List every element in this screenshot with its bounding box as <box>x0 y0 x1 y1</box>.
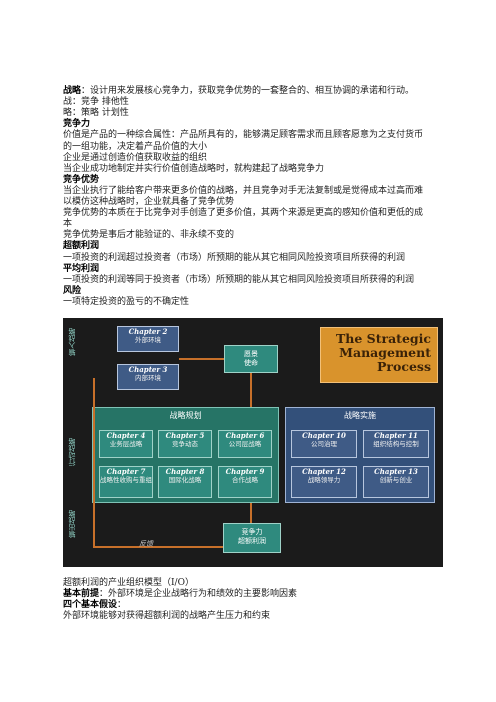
text-line: 当企业成功地制定并实行价值创造战略时，就构建起了战略竞争力 <box>63 164 443 175</box>
line-text: 战：竞争 排他性 <box>63 97 129 108</box>
bold-term: 基本前提 <box>63 589 100 600</box>
bold-term: 四个基本假设 <box>63 600 118 611</box>
bold-term: 竞争力 <box>63 119 91 130</box>
text-line: 平均利润 <box>63 264 443 275</box>
line-text: ： <box>117 600 127 611</box>
bold-term: 风险 <box>63 285 82 296</box>
line-text: 当企业成功地制定并实行价值创造战略时，就构建起了战略竞争力 <box>63 163 325 174</box>
text-line: 本 <box>63 219 443 230</box>
line-text: 外部环境能够对获得超额利润的战略产生压力和约束 <box>63 611 271 622</box>
bold-term: 竞争优势 <box>63 174 100 185</box>
line-text: 一项投资的利润等同于投资者（市场）所预期的能从其它相同风险投资项目所获得的利润 <box>63 274 415 285</box>
line-text: 超额利润的产业组织模型（I/O） <box>63 578 194 588</box>
strategic-management-process-diagram: The Strategic Management Process 输入战略 行动… <box>63 318 443 567</box>
line-text: ：外部环境是企业战略行为和绩效的主要影响因素 <box>99 589 298 600</box>
text-line: 超额利润 <box>63 241 443 252</box>
line-text: ：设计用来发展核心竞争力，获取竞争优势的一套整合的、相互协调的承诺和行动。 <box>81 86 415 96</box>
output-strategy-label: 输出战略 <box>68 510 76 538</box>
line-text: 本 <box>63 219 73 230</box>
text-line: 竞争优势的本质在于比竞争对手创造了更多价值，其两个来源是更高的感知价值和更低的成 <box>63 208 443 219</box>
text-line: 一项投资的利润等同于投资者（市场）所预期的能从其它相同风险投资项目所获得的利润 <box>63 275 443 286</box>
text-line: 略：策略 计划性 <box>63 108 443 119</box>
line-text: 以模仿这种战略时，企业就具备了竞争优势 <box>63 197 235 207</box>
line-text: 竞争优势是事后才能验证的、非永续不变的 <box>63 230 235 241</box>
feedback-label: 反馈 <box>139 540 153 548</box>
text-line: 价值是产品的一种综合属性：产品所具有的，能够满足顾客需求而且顾客愿意为之支付货币 <box>63 130 443 141</box>
text-line: 超额利润的产业组织模型（I/O） <box>63 578 443 589</box>
text-line: 企业是通过创造价值获取收益的组织 <box>63 153 443 164</box>
action-strategy-label: 行动战略 <box>68 438 76 466</box>
text-line: 竞争力 <box>63 119 443 130</box>
text-line: 的一组功能，决定着产品价值的大小 <box>63 142 443 153</box>
bold-term: 超额利润 <box>63 241 100 252</box>
line-text: 略：策略 计划性 <box>63 108 129 119</box>
bold-term: 战略 <box>63 86 82 96</box>
line-text: 价值是产品的一种综合属性：产品所具有的，能够满足顾客需求而且顾客愿意为之支付货币 <box>63 130 424 141</box>
input-strategy-label: 输入战略 <box>68 328 76 356</box>
competitiveness-outcome-box: 竞争力超额利润 <box>223 523 281 553</box>
text-line: 一项投资的利润超过投资者（市场）所预期的能从其它相同风险投资项目所获得的利润 <box>63 253 443 264</box>
text-line: 基本前提：外部环境是企业战略行为和绩效的主要影响因素 <box>63 589 443 600</box>
text-line: 当企业执行了能给客户带来更多价值的战略，并且竞争对手无法复制或是觉得成本过高而难 <box>63 186 443 197</box>
text-line: 风险 <box>63 286 443 297</box>
text-line: 战略：设计用来发展核心竞争力，获取竞争优势的一套整合的、相互协调的承诺和行动。 <box>63 86 443 97</box>
line-text: 当企业执行了能给客户带来更多价值的战略，并且竞争对手无法复制或是觉得成本过高而难 <box>63 185 424 196</box>
text-line: 竞争优势 <box>63 175 443 186</box>
text-line: 竞争优势是事后才能验证的、非永续不变的 <box>63 230 443 241</box>
vision-mission-box: 愿景使命 <box>224 345 278 373</box>
line-text: 一项特定投资的盈亏的不确定性 <box>63 296 190 307</box>
text-line: 一项特定投资的盈亏的不确定性 <box>63 297 443 308</box>
line-text: 企业是通过创造价值获取收益的组织 <box>63 152 208 163</box>
line-text: 竞争优势的本质在于比竞争对手创造了更多价值，其两个来源是更高的感知价值和更低的成 <box>63 208 424 219</box>
line-text: 一项投资的利润超过投资者（市场）所预期的能从其它相同风险投资项目所获得的利润 <box>63 252 406 263</box>
text-line: 四个基本假设： <box>63 600 443 611</box>
bold-term: 平均利润 <box>63 263 100 274</box>
line-text: 的一组功能，决定着产品价值的大小 <box>63 141 208 152</box>
text-line: 以模仿这种战略时，企业就具备了竞争优势 <box>63 197 443 208</box>
text-line: 外部环境能够对获得超额利润的战略产生压力和约束 <box>63 611 443 622</box>
text-line: 战：竞争 排他性 <box>63 97 443 108</box>
diagram-title: The Strategic Management Process <box>320 327 438 383</box>
